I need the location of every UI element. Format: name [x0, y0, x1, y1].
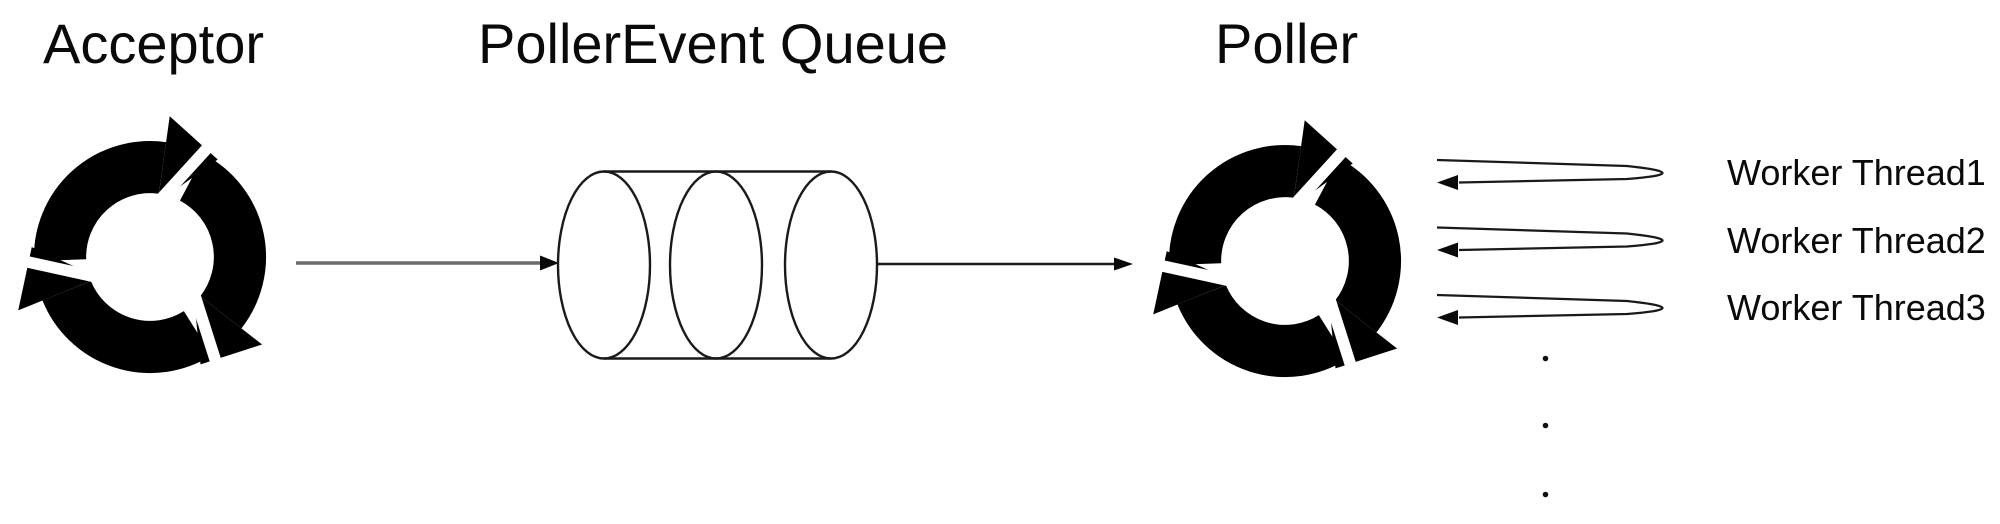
queue-to-poller-arrow [877, 257, 1133, 271]
poller-cycle-icon [1129, 120, 1452, 409]
arrow-head-icon [540, 255, 559, 271]
queue-segment-ellipse [783, 170, 879, 360]
queue-segment-ellipse [556, 170, 652, 360]
ellipsis-dot [1542, 355, 1549, 362]
worker-thread2-loop-arrow [1435, 226, 1664, 259]
ellipsis-dot [1542, 422, 1549, 429]
worker-thread1-loop-arrow [1435, 158, 1664, 192]
acceptor-label: Acceptor [43, 12, 264, 75]
worker-thread3-loop-arrow [1435, 293, 1664, 327]
queue-cylinder-shape [556, 170, 879, 360]
queue-label: PollerEvent Queue [478, 12, 949, 75]
worker-thread1-label: Worker Thread1 [1727, 152, 1986, 193]
acceptor-cycle-icon [0, 116, 317, 405]
ellipsis-dot [1542, 491, 1549, 498]
acceptor-to-queue-arrow [296, 255, 559, 271]
arrow-head-icon [1114, 257, 1133, 271]
queue-segment-ellipse [668, 170, 764, 360]
worker-thread2-label: Worker Thread2 [1727, 220, 1986, 261]
poller-label: Poller [1215, 12, 1359, 75]
worker-thread3-label: Worker Thread3 [1727, 287, 1986, 328]
